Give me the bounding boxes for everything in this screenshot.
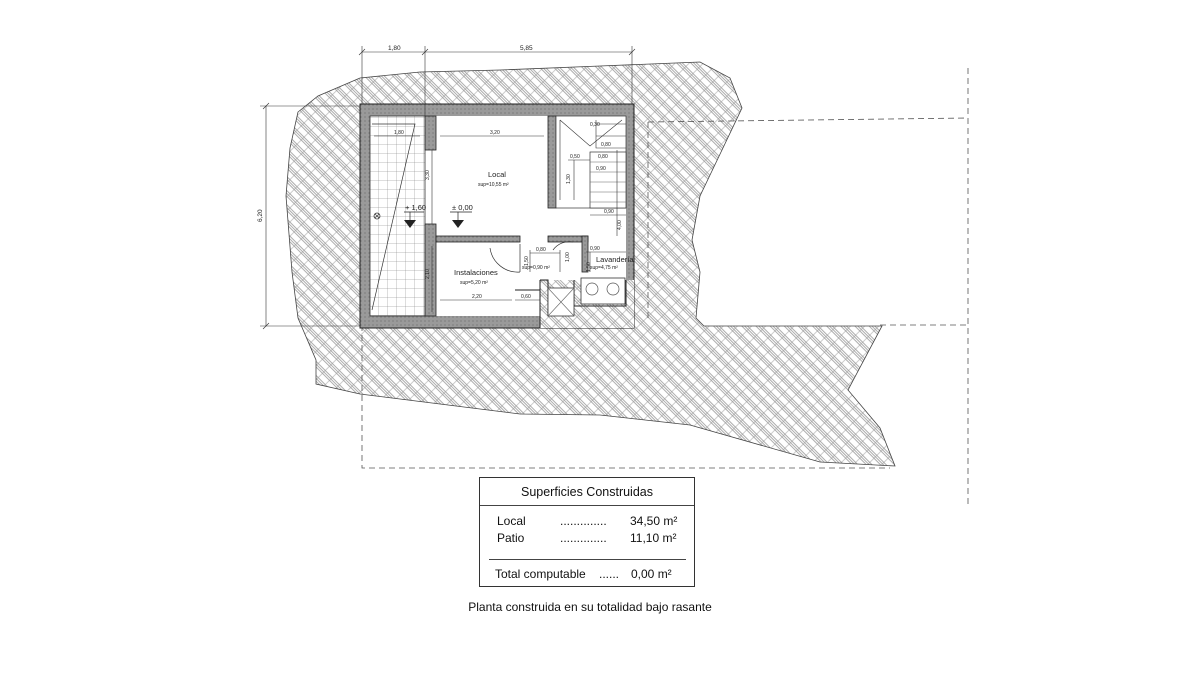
row-dots: .............. [560,531,607,545]
dim-lav-400: 4,00 [617,220,623,230]
room-lavanderia-name: Lavandería [596,255,634,264]
dim-lav-090a: 0,90 [604,209,614,215]
dim-lav-090b: 0,90 [590,246,600,252]
dim-stair-width: 1,80 [394,130,404,136]
row-label: Local [497,514,526,528]
level-ground: ± 0,00 [452,203,473,212]
row-label: Patio [497,531,525,545]
dim-left-height: 6,20 [257,209,264,222]
dim-v-100: 1,00 [565,252,571,262]
dim-inst-gap: 0,60 [521,294,531,300]
staircase [555,115,627,209]
dim-stair-080a: 0,80 [601,142,611,148]
dim-top-right: 5,85 [520,45,533,52]
dim-v-150: 1,50 [524,256,530,266]
level-marker-upper [404,211,424,228]
dim-top-left: 1,80 [388,45,401,52]
total-value: 0,00 m² [631,567,672,581]
row-value: 11,10 m² [630,531,677,545]
dim-local-width: 3,20 [490,130,500,136]
dim-local-height: 3,30 [425,170,431,180]
room-local-area: sup=10,55 m² [478,182,509,188]
dim-stair-130: 1,30 [566,174,572,184]
level-upper: + 1,60 [405,203,426,212]
room-instalaciones-area: sup=5,20 m² [460,280,488,286]
dimension-lines [260,46,636,330]
property-boundary [361,68,969,505]
total-label: Total computable [495,567,586,581]
surfaces-title: Superficies Construidas [520,485,653,499]
stair-ramp-zone [369,115,426,317]
dim-stair-080b: 0,80 [598,154,608,160]
dim-lav-150: 1,50 [586,262,592,272]
surfaces-total-divider [489,559,686,560]
dim-inst-width: 2,20 [472,294,482,300]
total-dots: ...... [599,567,620,581]
level-marker-ground [450,211,472,228]
room-instalaciones-name: Instalaciones [454,268,498,277]
plan-caption: Planta construida en su totalidad bajo r… [468,600,712,614]
dim-stair-030: 0,30 [590,122,600,128]
room-lavanderia-area: sup=4,75 m² [590,265,618,271]
dim-door-090: 0,90 [596,166,606,172]
surfaces-title-divider [480,505,694,506]
row-value: 34,50 m² [630,514,678,528]
dim-stair-050: 0,50 [570,154,580,160]
row-dots: .............. [560,514,607,528]
room-local-name: Local [488,170,506,179]
room-hall-area: sup=0,90 m² [522,265,550,271]
dim-inst-height: 2,10 [425,269,431,279]
dim-door-080: 0,80 [536,247,546,253]
surfaces-table: Superficies Construidas Local ..........… [479,477,695,587]
